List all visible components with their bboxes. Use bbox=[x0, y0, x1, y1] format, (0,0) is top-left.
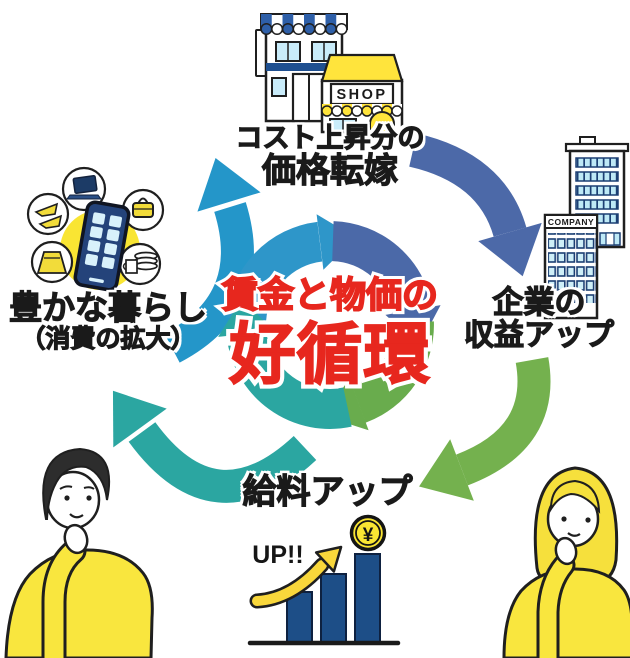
striped-awning-icon bbox=[260, 13, 348, 36]
company-sign-text: COMPANY bbox=[548, 217, 594, 227]
node-top-label: コスト上昇分の 価格転嫁 bbox=[190, 123, 470, 190]
handbag-icon bbox=[132, 197, 154, 218]
shop-illustration: SHOP bbox=[255, 13, 404, 134]
scallop-awning-icon bbox=[321, 104, 403, 117]
center-title-line1-text: 賃金と物価の bbox=[221, 273, 439, 316]
shop-sign-text: SHOP bbox=[336, 87, 387, 103]
heels-icon bbox=[34, 202, 63, 229]
dress-icon bbox=[36, 251, 68, 274]
center-title-line1-outline: 賃金と物価の bbox=[218, 270, 442, 319]
arrow-bottom-to-left-icon bbox=[112, 390, 317, 503]
cycle-ring-icon bbox=[218, 214, 441, 431]
node-right-line2: 収益アップ bbox=[463, 318, 614, 352]
arrow-left-to-top-icon bbox=[163, 158, 261, 363]
yen-symbol-text: ¥ bbox=[363, 525, 374, 546]
up-label-text: UP!! bbox=[252, 541, 303, 569]
company-sign bbox=[544, 214, 598, 229]
salary-up-chart-icon: ¥ UP!! bbox=[247, 514, 401, 646]
thinking-man-illustration bbox=[4, 447, 154, 658]
up-swoosh-arrow-icon bbox=[249, 545, 343, 609]
center-title-line2-outline: 好循環 bbox=[225, 312, 435, 396]
arrow-right-to-bottom-icon bbox=[419, 357, 551, 501]
center-title-line2-text: 好循環 bbox=[229, 316, 431, 392]
center-title-line2: 好循環 好循環 bbox=[205, 301, 455, 397]
company-building-illustration: COMPANY bbox=[543, 136, 630, 320]
node-left-line2: （消費の拡大） bbox=[20, 324, 196, 353]
node-right-label: 企業の 収益アップ bbox=[448, 285, 630, 352]
dishes-icon bbox=[122, 251, 158, 274]
yen-coin-icon: ¥ bbox=[349, 514, 387, 552]
consumption-smartphone-illustration bbox=[26, 166, 165, 292]
node-top-line2: 価格転嫁 bbox=[261, 151, 398, 190]
node-bottom-label: 給料アップ bbox=[242, 473, 413, 511]
node-left-line1: 豊かな暮らし bbox=[8, 289, 207, 326]
node-right-line1: 企業の bbox=[492, 285, 586, 320]
laptop-icon bbox=[66, 174, 102, 200]
node-top-line1: コスト上昇分の bbox=[235, 123, 425, 153]
center-title-line1: 賃金と物価の 賃金と物価の bbox=[205, 266, 455, 319]
arrow-top-to-right-icon bbox=[408, 133, 542, 277]
thinking-woman-illustration bbox=[502, 466, 630, 658]
smartphone-icon bbox=[73, 200, 131, 292]
node-left-label: 豊かな暮らし （消費の拡大） bbox=[0, 289, 218, 353]
